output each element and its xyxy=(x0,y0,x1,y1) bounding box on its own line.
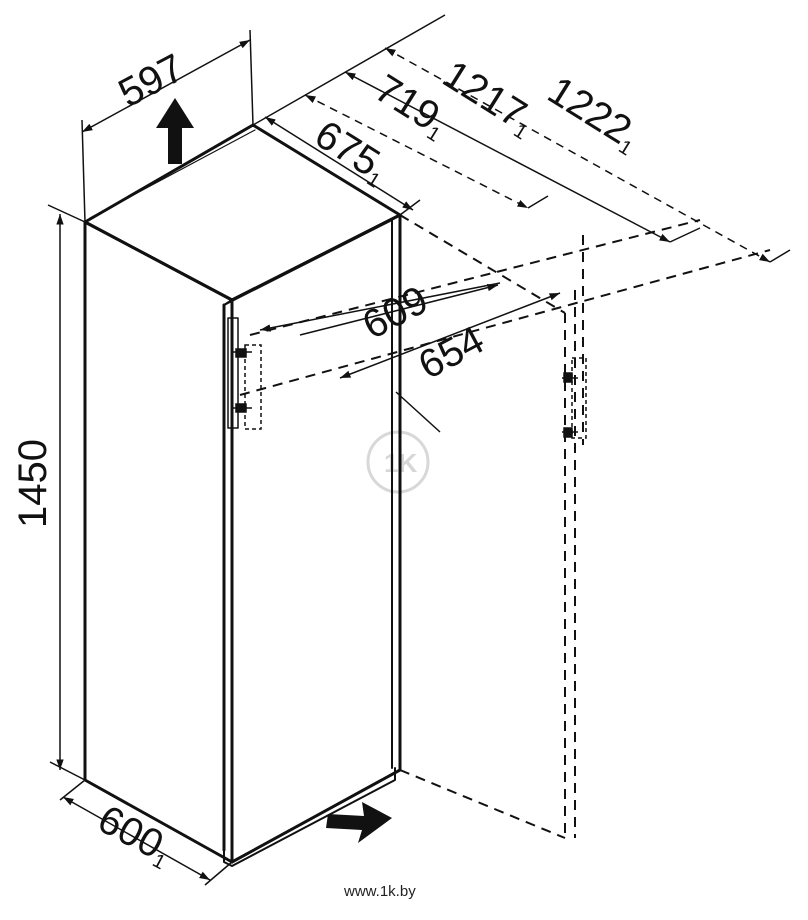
up-arrow-icon xyxy=(156,98,194,164)
direction-arrows xyxy=(156,98,392,843)
dim-label-675: 6751 xyxy=(306,112,396,192)
door-open-outline xyxy=(239,214,771,839)
dim-label-1450: 1450 xyxy=(11,439,55,528)
open-door-hinge-detail xyxy=(562,357,587,439)
dim-label-1217: 12171 xyxy=(434,52,543,144)
fridge-body xyxy=(83,123,402,867)
fridge-side-face xyxy=(83,220,234,864)
watermark-logo: 1K xyxy=(366,430,430,494)
front-arrow-icon xyxy=(326,802,392,843)
dim-label-600: 6001 xyxy=(90,797,180,874)
dim-label-609: 609 xyxy=(356,278,436,348)
door-handle-detail xyxy=(232,344,262,430)
watermark-url: www.1k.by xyxy=(343,883,416,900)
dim-label-654: 654 xyxy=(412,318,492,388)
dimension-lines xyxy=(47,14,791,886)
dimension-labels: 597 6751 7191 12171 12221 609 654 1450 6… xyxy=(11,46,648,875)
dim-label-1222: 12221 xyxy=(539,68,648,160)
